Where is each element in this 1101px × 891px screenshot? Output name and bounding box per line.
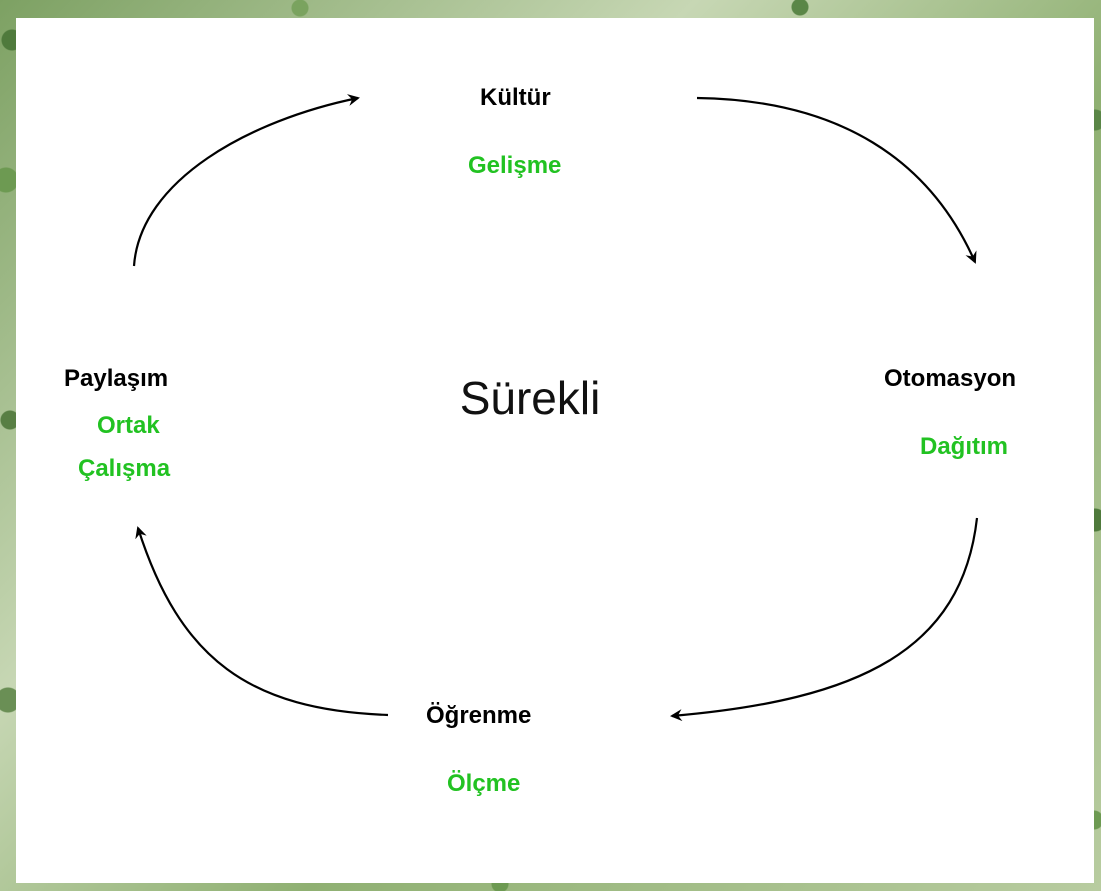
arrow-top-to-right xyxy=(696,96,977,264)
node-top-title: Kültür xyxy=(480,84,551,111)
arrow-right-to-bottom xyxy=(670,517,979,722)
node-left-subtitle-line1: Ortak xyxy=(97,412,160,439)
node-bottom-subtitle: Ölçme xyxy=(447,770,521,797)
center-title: Sürekli xyxy=(459,372,601,424)
arrow-bottom-to-left xyxy=(135,526,389,717)
node-right-subtitle: Dağıtım xyxy=(920,433,1009,460)
node-right-title: Otomasyon xyxy=(884,365,1017,392)
node-top-subtitle: Gelişme xyxy=(468,152,562,179)
node-left-subtitle-line2: Çalışma xyxy=(78,455,171,482)
diagram-panel xyxy=(16,18,1094,883)
arrow-left-to-top xyxy=(132,94,360,267)
node-left-title: Paylaşım xyxy=(64,365,169,392)
node-bottom-title: Öğrenme xyxy=(426,702,532,729)
